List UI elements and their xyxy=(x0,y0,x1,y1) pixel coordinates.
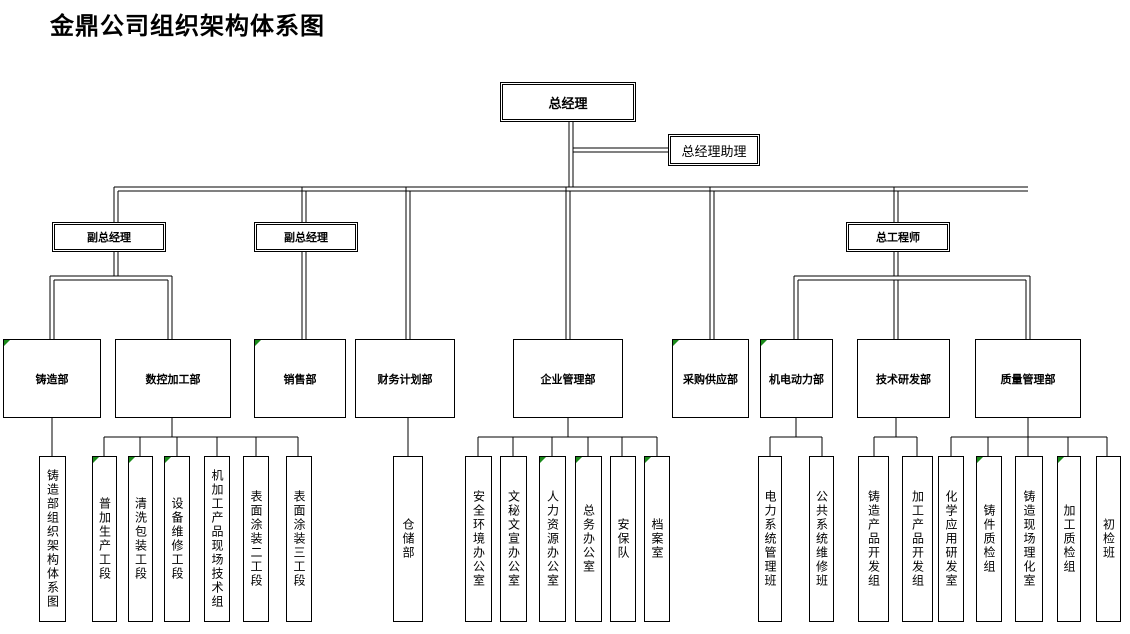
unit-label: 铸造现场理化室 xyxy=(1022,490,1036,588)
unit-label: 安保队 xyxy=(616,518,630,560)
corner-marker xyxy=(645,457,651,463)
dept-casting: 铸造部 xyxy=(3,339,101,418)
dept-finance: 财务计划部 xyxy=(355,339,455,418)
dept-label: 技术研发部 xyxy=(876,372,931,386)
dept-rnd: 技术研发部 xyxy=(857,339,950,418)
unit-label: 铸造产品开发组 xyxy=(866,490,881,588)
gm-assistant-label: 总经理助理 xyxy=(681,144,747,160)
unit-cnc-6: 表面涂装三工段 xyxy=(286,456,312,622)
dept-power: 机电动力部 xyxy=(760,339,833,418)
dept-label: 铸造部 xyxy=(35,372,69,386)
unit-label: 文秘文宣办公室 xyxy=(506,490,521,588)
unit-label: 普加生产工段 xyxy=(97,497,112,581)
unit-quality-5: 初检班 xyxy=(1096,456,1121,622)
unit-label: 清洗包装工段 xyxy=(133,497,148,581)
unit-label: 铸造部组织架构体系图 xyxy=(45,469,60,609)
unit-label: 档案室 xyxy=(650,518,664,560)
unit-power-2: 公共系统维修班 xyxy=(809,456,834,622)
vp1-label: 副总经理 xyxy=(87,231,131,244)
chief-engineer-box: 总工程师 xyxy=(846,222,950,252)
vp2-box: 副总经理 xyxy=(254,222,358,252)
unit-label: 仓储部 xyxy=(401,518,415,560)
dept-label: 采购供应部 xyxy=(683,372,738,386)
unit-label: 铸件质检组 xyxy=(982,504,996,574)
unit-label: 总务办公室 xyxy=(581,504,596,574)
unit-label: 公共系统维修班 xyxy=(814,490,829,588)
unit-label: 加工质检组 xyxy=(1062,504,1076,574)
unit-cnc-4: 机加工产品现场技术组 xyxy=(204,456,230,622)
unit-quality-3: 铸造现场理化室 xyxy=(1015,456,1043,622)
corner-marker xyxy=(977,457,983,463)
corner-marker xyxy=(93,457,99,463)
corner-marker xyxy=(540,457,546,463)
unit-ent-2: 文秘文宣办公室 xyxy=(500,456,527,622)
dept-label: 企业管理部 xyxy=(540,372,596,386)
corner-marker xyxy=(4,340,10,346)
gm-assistant-box: 总经理助理 xyxy=(668,134,760,166)
unit-warehouse: 仓储部 xyxy=(393,456,423,622)
general-manager-label: 总经理 xyxy=(548,96,588,112)
corner-marker xyxy=(129,457,135,463)
unit-label: 人力资源办公室 xyxy=(545,490,560,588)
unit-label: 机加工产品现场技术组 xyxy=(210,469,224,609)
dept-label: 质量管理部 xyxy=(1000,372,1056,386)
unit-quality-2: 铸件质检组 xyxy=(976,456,1002,622)
unit-label: 表面涂装二工段 xyxy=(249,490,263,588)
page-title: 金鼎公司组织架构体系图 xyxy=(50,12,325,40)
unit-quality-1: 化学应用研发室 xyxy=(938,456,964,622)
unit-label: 设备维修工段 xyxy=(170,497,184,581)
unit-label: 电力系统管理班 xyxy=(763,490,777,588)
unit-label: 化学应用研发室 xyxy=(944,490,958,588)
unit-rnd-1: 铸造产品开发组 xyxy=(858,456,889,622)
dept-label: 销售部 xyxy=(283,372,317,386)
dept-quality: 质量管理部 xyxy=(975,339,1081,418)
unit-rnd-2: 加工产品开发组 xyxy=(902,456,933,622)
unit-quality-4: 加工质检组 xyxy=(1057,456,1081,622)
unit-label: 初检班 xyxy=(1101,518,1116,560)
dept-label: 机电动力部 xyxy=(769,372,824,386)
unit-label: 表面涂装三工段 xyxy=(292,490,306,588)
unit-ent-5: 安保队 xyxy=(610,456,636,622)
vp1-box: 副总经理 xyxy=(52,222,166,252)
unit-ent-1: 安全环境办公室 xyxy=(465,456,492,622)
dept-label: 财务计划部 xyxy=(377,372,433,386)
corner-marker xyxy=(761,340,767,346)
unit-ent-4: 总务办公室 xyxy=(575,456,602,622)
unit-ent-3: 人力资源办公室 xyxy=(539,456,566,622)
unit-casting-org-chart: 铸造部组织架构体系图 xyxy=(39,456,66,622)
unit-power-1: 电力系统管理班 xyxy=(758,456,782,622)
corner-marker xyxy=(673,340,679,346)
dept-enterprise: 企业管理部 xyxy=(513,339,623,418)
dept-label: 数控加工部 xyxy=(145,372,201,386)
chief-engineer-label: 总工程师 xyxy=(876,231,920,244)
unit-cnc-3: 设备维修工段 xyxy=(164,456,190,622)
unit-label: 加工产品开发组 xyxy=(910,490,925,588)
dept-sales: 销售部 xyxy=(254,339,346,418)
general-manager-box: 总经理 xyxy=(500,82,636,122)
unit-cnc-1: 普加生产工段 xyxy=(92,456,117,622)
unit-cnc-5: 表面涂装二工段 xyxy=(243,456,269,622)
corner-marker xyxy=(165,457,171,463)
vp2-label: 副总经理 xyxy=(284,231,328,244)
dept-purchasing: 采购供应部 xyxy=(672,339,749,418)
unit-label: 安全环境办公室 xyxy=(471,490,486,588)
unit-cnc-2: 清洗包装工段 xyxy=(128,456,153,622)
corner-marker xyxy=(255,340,261,346)
corner-marker xyxy=(1058,457,1064,463)
dept-cnc: 数控加工部 xyxy=(115,339,231,418)
corner-marker xyxy=(576,457,582,463)
unit-ent-6: 档案室 xyxy=(644,456,670,622)
